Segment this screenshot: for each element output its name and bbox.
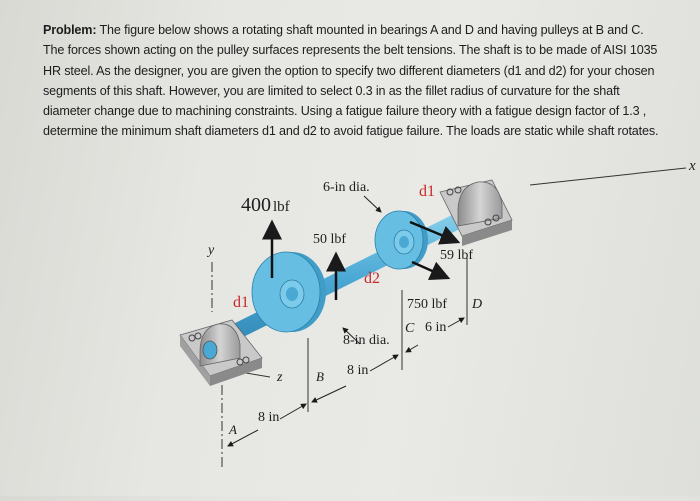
force-400-unit: lbf bbox=[273, 199, 290, 215]
bearing-a bbox=[179, 319, 263, 386]
y-axis-label: y bbox=[208, 243, 215, 258]
dim-ab-arrow-left bbox=[227, 429, 259, 447]
dia-6-label: 6-in dia. bbox=[323, 180, 370, 195]
bearing-d bbox=[439, 179, 513, 246]
force-750-arrow bbox=[411, 260, 451, 281]
d1-left-label: d1 bbox=[233, 294, 249, 311]
force-50-label: 50 lbf bbox=[313, 232, 347, 247]
point-b-label: B bbox=[316, 369, 324, 384]
pulley-b bbox=[251, 251, 326, 333]
point-c-label: C bbox=[405, 321, 415, 336]
z-axis-label: z bbox=[277, 370, 283, 385]
dia-8-leader bbox=[342, 327, 361, 345]
d1-right-label: d1 bbox=[419, 183, 435, 200]
point-d-label: D bbox=[472, 297, 483, 312]
dim-bc-arrow-right bbox=[369, 354, 399, 372]
dim-cd-arrow-right bbox=[447, 317, 465, 328]
force-750-label: 750 lbf bbox=[407, 297, 448, 312]
problem-text: The figure below shows a rotating shaft … bbox=[43, 23, 659, 139]
dim-cd-arrow-left bbox=[405, 344, 419, 353]
dim-cd-label: 6 in bbox=[425, 320, 447, 335]
force-59-arrow bbox=[409, 220, 461, 245]
problem-heading: Problem: bbox=[43, 23, 97, 37]
problem-statement: Problem: The figure below shows a rotati… bbox=[43, 20, 663, 142]
dim-ab-arrow-right bbox=[279, 403, 307, 420]
dim-bc-arrow-left bbox=[311, 385, 347, 403]
dia-8-label: 8-in dia. bbox=[343, 333, 390, 348]
point-a-label: A bbox=[229, 422, 237, 437]
dim-bc-label: 8 in bbox=[347, 363, 369, 378]
dim-ab-label: 8 in bbox=[258, 410, 280, 425]
x-axis-label: x bbox=[689, 158, 696, 174]
pulley-c bbox=[374, 210, 428, 270]
x-axis-line bbox=[529, 167, 687, 186]
force-400-value: 400 bbox=[241, 194, 271, 216]
force-59-label: 59 lbf bbox=[440, 248, 474, 263]
dia-6-leader bbox=[363, 195, 382, 213]
d2-label: d2 bbox=[364, 270, 380, 287]
